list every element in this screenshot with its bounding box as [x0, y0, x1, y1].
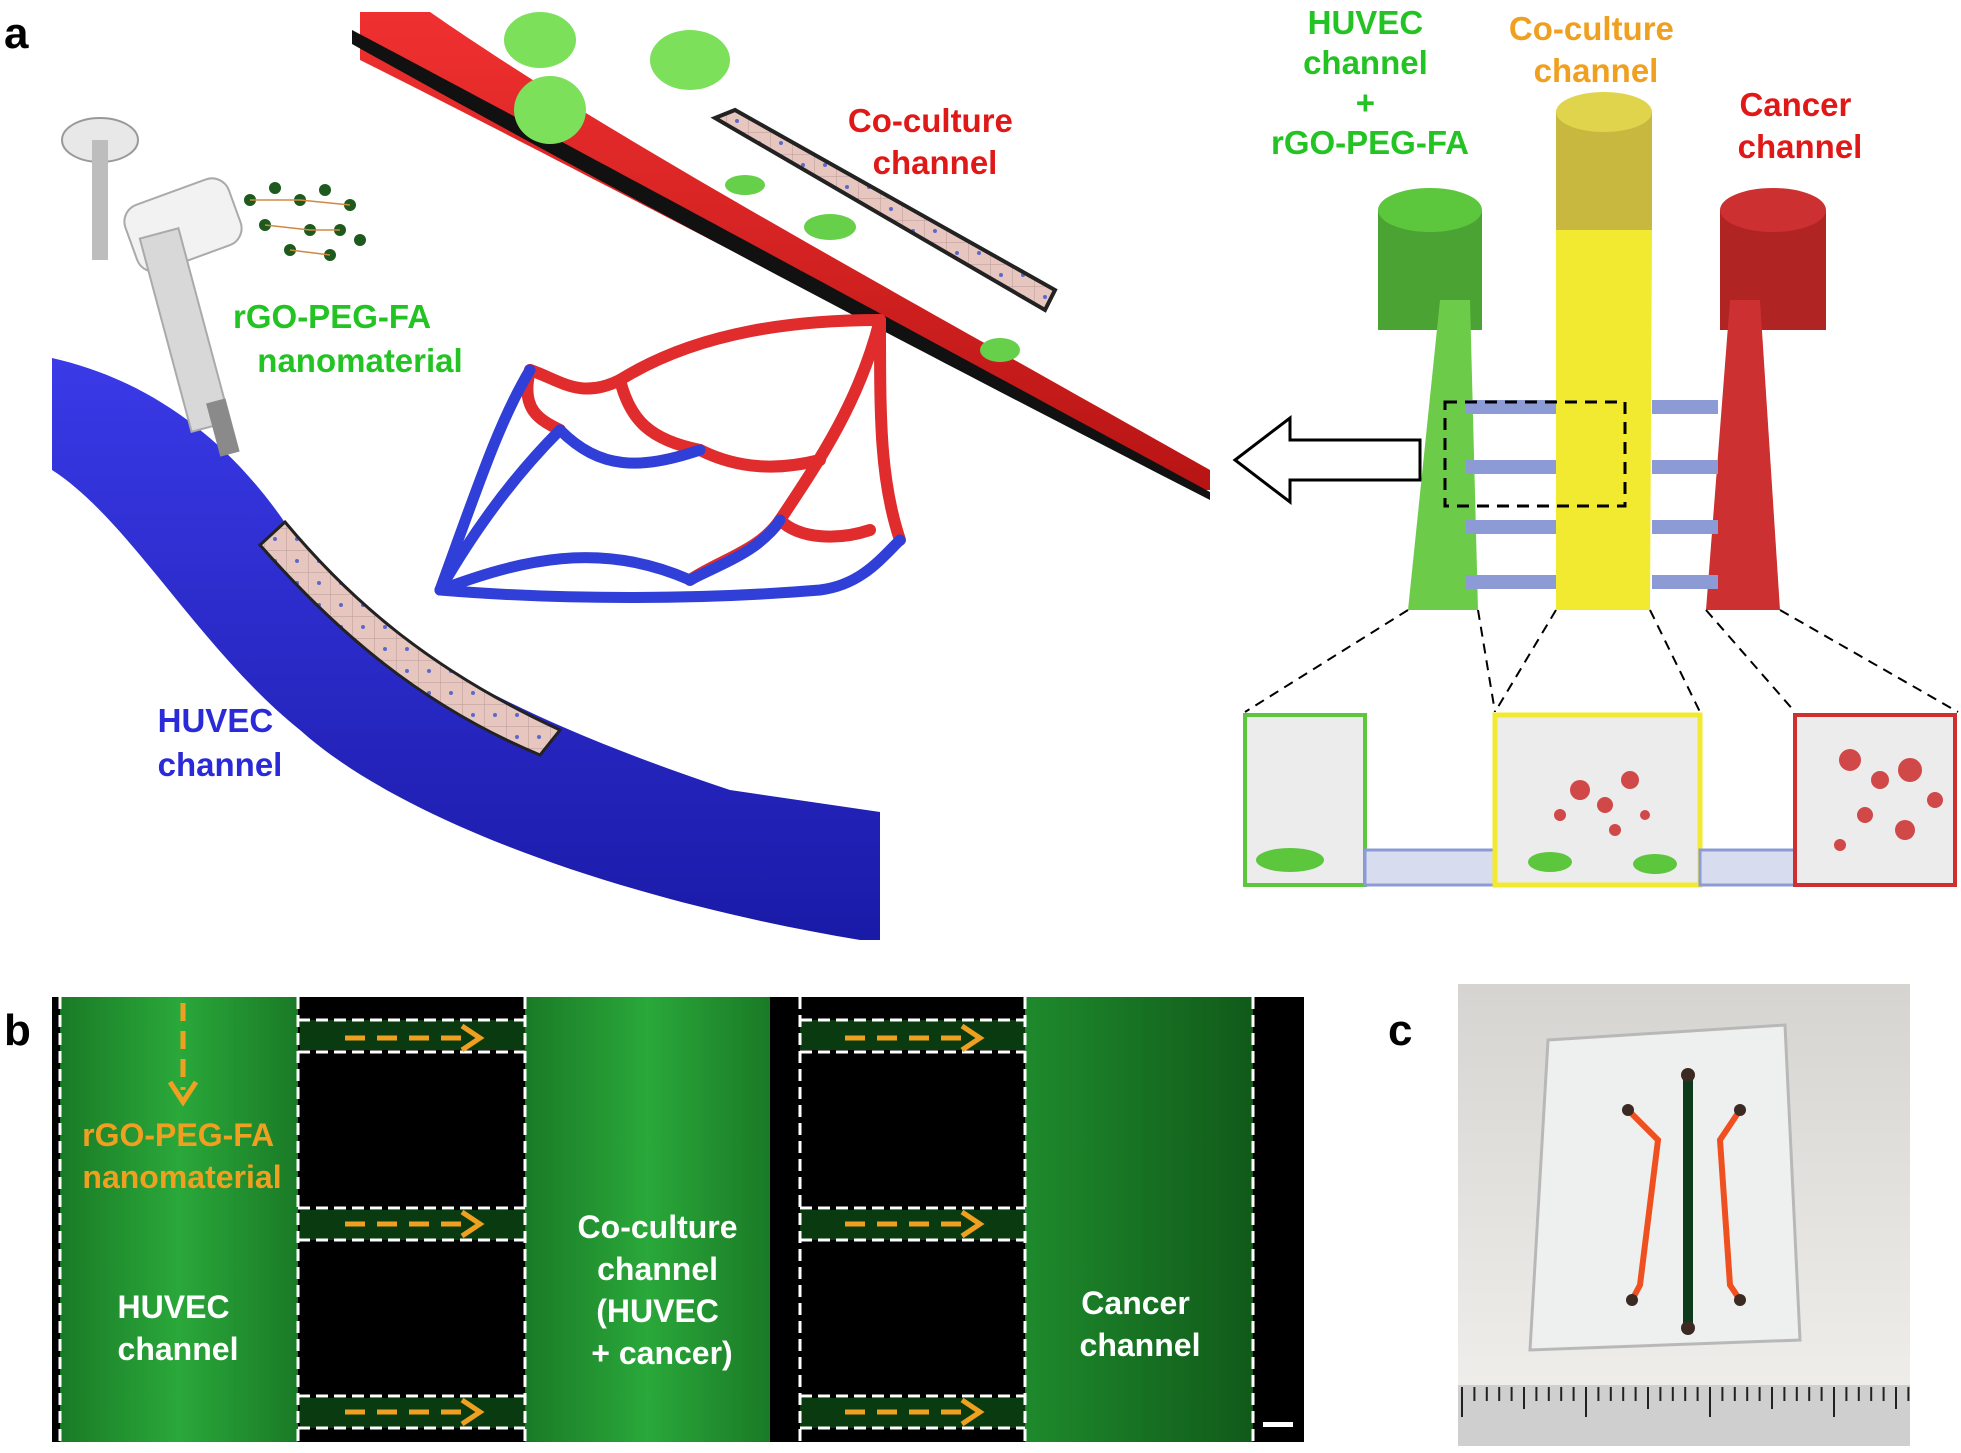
coculture-huvec-cells [1633, 854, 1677, 874]
zoom-arrow [1232, 414, 1422, 506]
injection-label: rGO-PEG-FA nanomaterial [233, 298, 463, 379]
panel-a-letter: a [4, 9, 29, 58]
coculture-cell [725, 175, 765, 195]
syringe-barrel [138, 227, 232, 433]
surface-cell-cluster [650, 30, 730, 90]
surface-cell-cluster [514, 76, 586, 144]
device-schematic: HUVEC channel + rGO-PEG-FA Co-culture ch… [1243, 4, 1959, 888]
surface-cell-cluster [504, 12, 576, 68]
pdms-chip [1528, 1023, 1802, 1352]
coculture-channel [1556, 230, 1652, 610]
panel-b: b [4, 997, 1304, 1442]
huvec-cross-section-cells [1256, 848, 1324, 872]
nanomaterial-label: rGO-PEG-FA nanomaterial [82, 1117, 282, 1195]
coculture-cell [980, 338, 1020, 362]
cross-section-microchannel [1363, 848, 1497, 887]
coculture-channel-region [525, 997, 770, 1442]
coculture-vessel-body [360, 12, 1210, 490]
cancer-cells [1834, 749, 1943, 851]
huvec-cutaway [257, 519, 563, 757]
device-coculture-label: Co-culture channel [1509, 10, 1683, 89]
coculture-vessel-shadow [352, 30, 1210, 500]
coculture-cancer-cells [1554, 771, 1650, 836]
coculture-cutaway [710, 107, 1058, 313]
syringe-plunger-rod [92, 140, 108, 260]
panel-a: a [4, 4, 1959, 940]
coculture-cell [804, 214, 856, 240]
cancer-channel-region [1025, 997, 1253, 1442]
microchannels [1466, 400, 1718, 589]
cancer-inlet-top [1720, 188, 1826, 232]
venous-branches [434, 364, 906, 603]
syringe [61, 117, 243, 457]
panel-c: c [1388, 984, 1910, 1446]
panel-c-letter: c [1388, 1006, 1412, 1055]
flow-arrows [167, 1003, 985, 1427]
chip-ports [1622, 1068, 1746, 1335]
coculture-label: Co-culture channel [848, 102, 1022, 181]
vascular-network [434, 314, 906, 603]
coculture-vessel [352, 12, 1210, 500]
syringe-needle-tip [206, 398, 240, 457]
ruler [1458, 1385, 1910, 1446]
cross-section-microchannel [1698, 848, 1797, 887]
huvec-vessel-body [52, 358, 880, 940]
scale-bar [1263, 1422, 1293, 1427]
ruler-ticks [1461, 1387, 1910, 1417]
huvec-channel [1408, 300, 1478, 610]
zoom-box [1443, 400, 1627, 508]
projection-lines [1244, 609, 1959, 713]
chip-channels [1625, 1073, 1743, 1330]
huvec-vessel [52, 358, 880, 940]
cancer-channel [1706, 300, 1780, 610]
huvec-channel-region [60, 997, 298, 1442]
huvec-channel-label: HUVEC channel [118, 1289, 239, 1367]
cancer-channel-label: Cancer channel [1080, 1285, 1201, 1363]
channel-outlines [58, 997, 1255, 1442]
panel-b-letter: b [4, 1006, 31, 1055]
device-cancer-label: Cancer channel [1738, 86, 1863, 165]
coculture-channel-label: Co-culture channel (HUVEC + cancer) [578, 1209, 747, 1371]
huvec-inlet-top [1378, 188, 1482, 232]
device-huvec-label: HUVEC channel + rGO-PEG-FA [1271, 4, 1469, 161]
coculture-huvec-cells [1528, 852, 1572, 872]
huvec-label: HUVEC channel [158, 702, 283, 783]
coculture-inlet-top [1556, 92, 1652, 132]
nanomaterial-cluster-icon [244, 182, 366, 261]
